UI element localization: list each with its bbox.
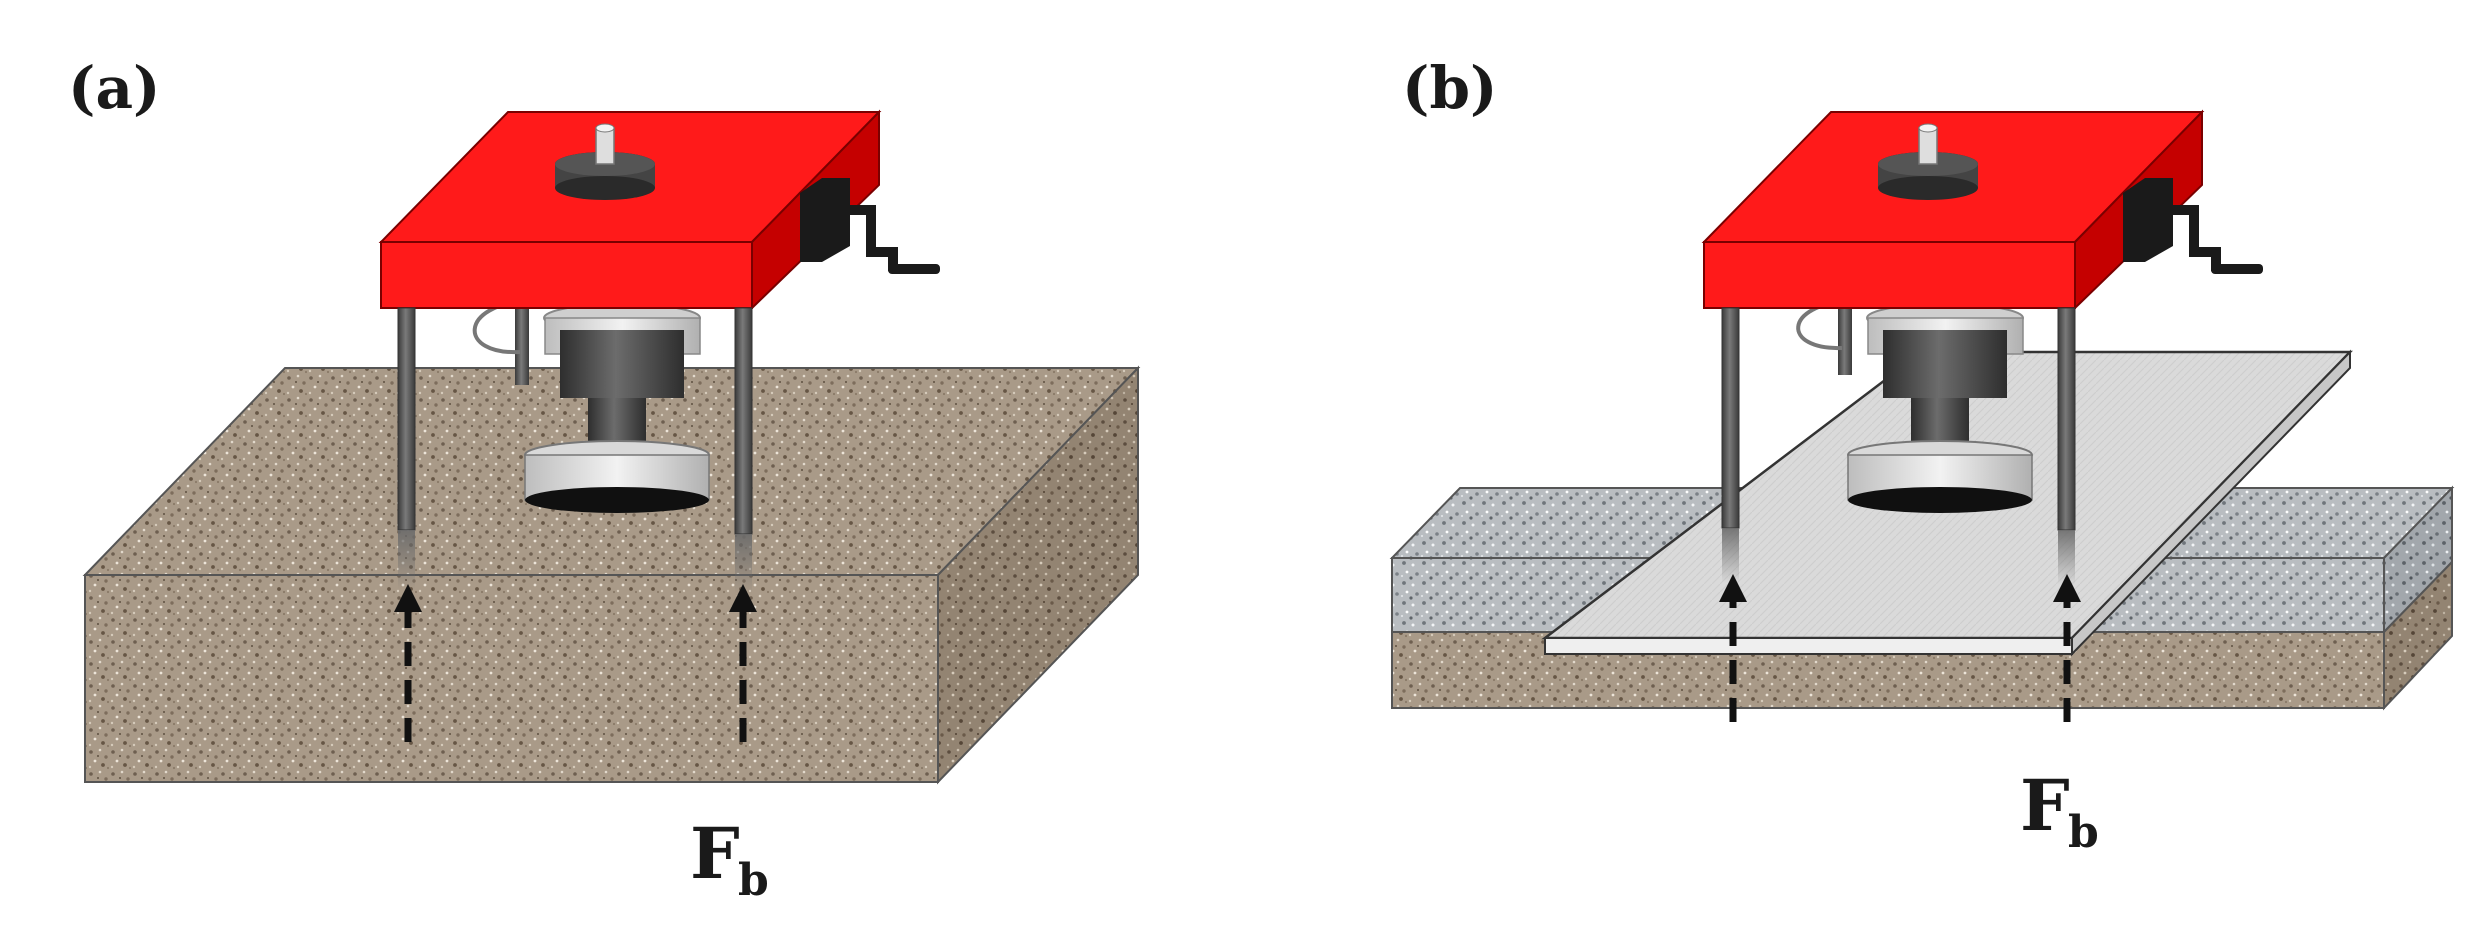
panel-a: (a) [68, 54, 1141, 906]
force-subscript-b: b [2068, 807, 2099, 858]
front-leg-right [734, 307, 753, 535]
back-leg-left [1838, 305, 1852, 375]
panel-a-label: (a) [68, 54, 160, 122]
soil-block-front [84, 574, 939, 783]
force-subscript-a: b [738, 855, 769, 906]
red-frame [1701, 109, 2205, 311]
steel-plate-edge [1544, 637, 2073, 655]
force-label-a: F [690, 812, 740, 895]
red-frame [378, 109, 882, 311]
panel-b: (b) [1389, 54, 2455, 858]
front-leg-right [2057, 307, 2076, 531]
front-leg-left [397, 307, 416, 531]
crank-handle-icon [2123, 178, 2263, 274]
soil-layer-side [2383, 559, 2453, 711]
front-leg-left [1721, 307, 1740, 529]
force-label-b: F [2020, 764, 2070, 847]
back-leg-left [515, 305, 529, 385]
crank-handle-icon [800, 178, 940, 274]
load-plate-assembly [1847, 303, 2033, 513]
panel-b-label: (b) [1402, 54, 1497, 122]
